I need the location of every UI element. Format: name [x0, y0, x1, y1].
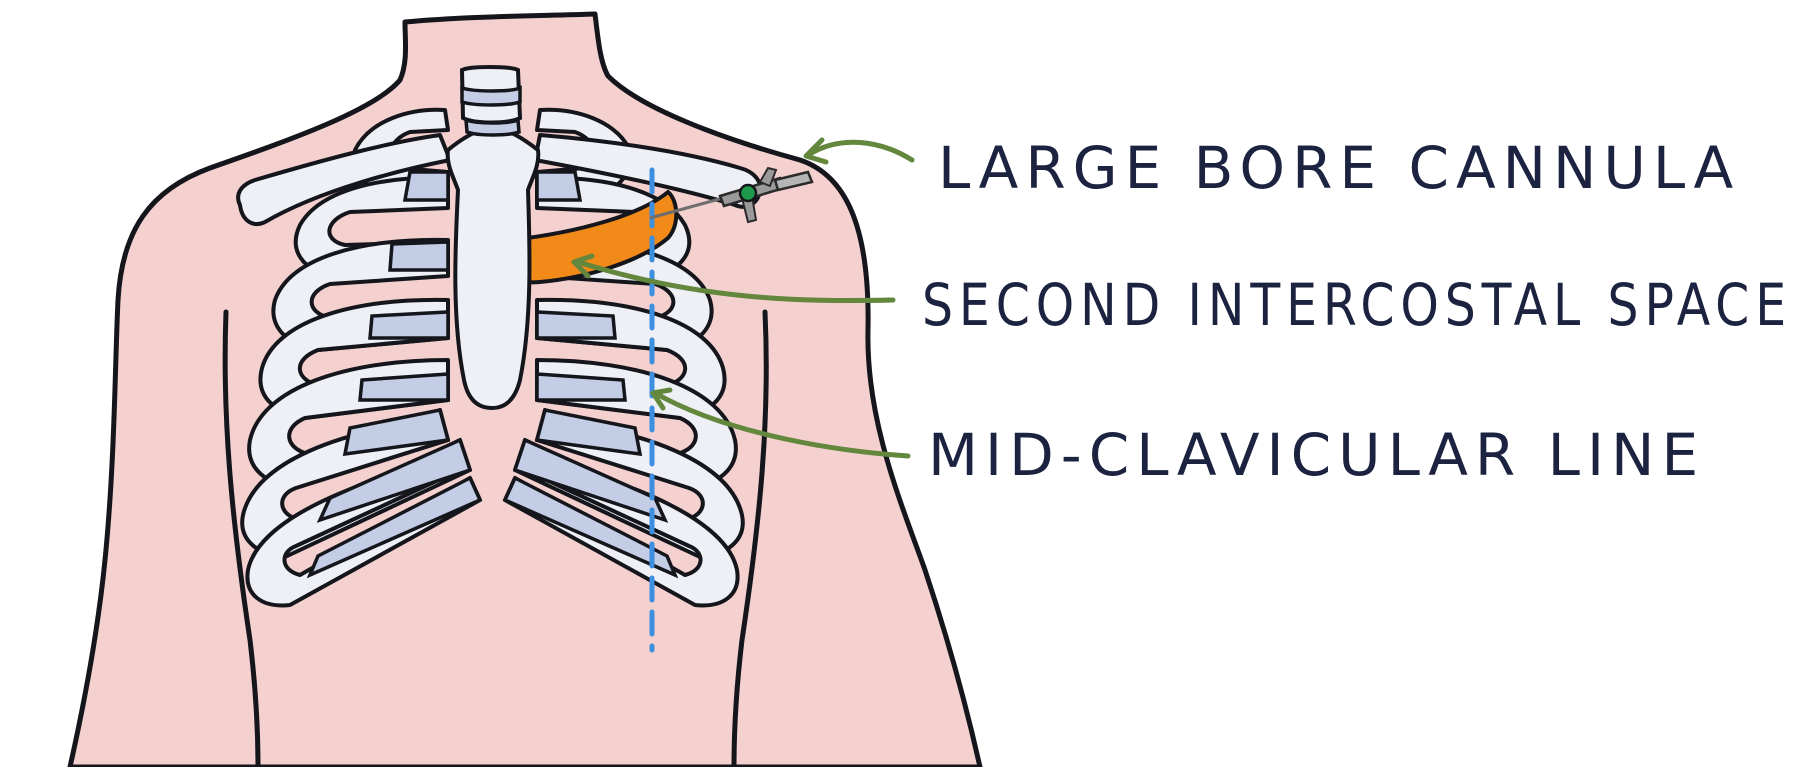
torso — [70, 14, 980, 767]
sternal-band — [466, 120, 519, 135]
cannula-label: LARGE BORE CANNULA — [938, 134, 1740, 202]
cannula-arrow — [806, 140, 912, 162]
intercostal-label: SECOND INTERCOSTAL SPACE — [922, 271, 1792, 339]
midclavicular-label: MID-CLAVICULAR LINE — [928, 421, 1705, 489]
manubrium-band — [462, 88, 520, 105]
